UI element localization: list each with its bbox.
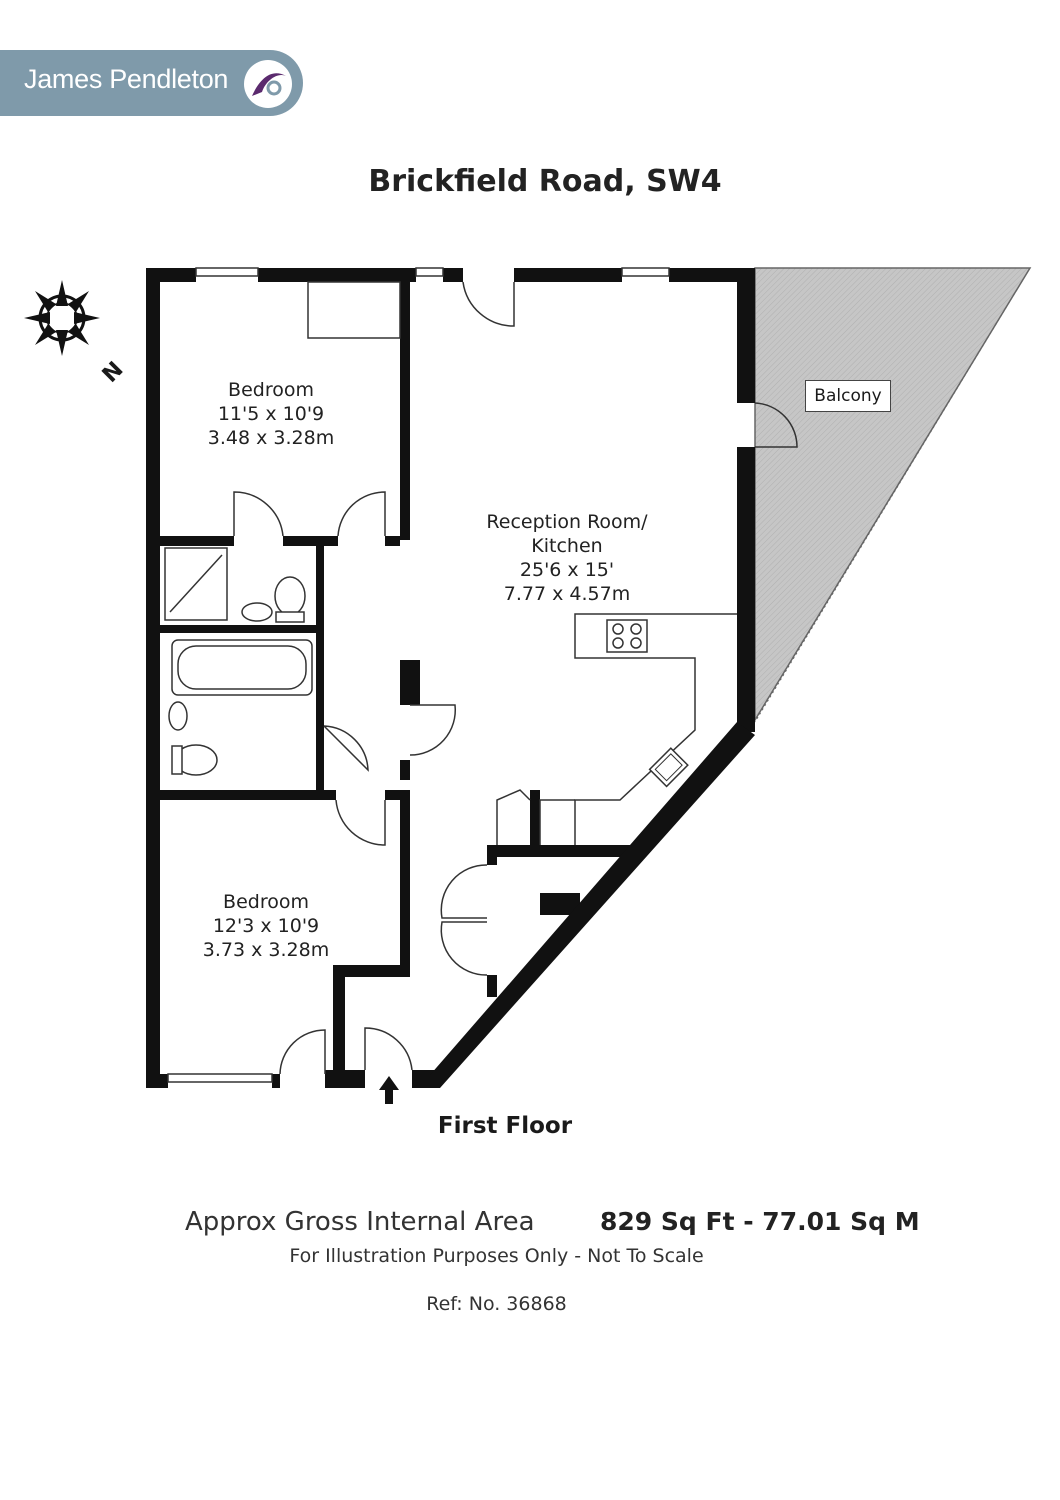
room-label-bedroom-1: Bedroom 11'5 x 10'9 3.48 x 3.28m — [191, 378, 351, 450]
toilet-icon — [274, 576, 306, 616]
area-value: 829 Sq Ft - 77.01 Sq M — [600, 1207, 920, 1236]
room-name: Bedroom — [223, 891, 309, 913]
basin-icon — [168, 701, 188, 731]
hob-icon — [606, 619, 648, 653]
reference-number: Ref: No. 36868 — [426, 1293, 567, 1315]
brand-logo-icon — [244, 60, 292, 108]
room-size-imperial: 25'6 x 15' — [519, 559, 615, 581]
brand-name: James Pendleton — [24, 64, 229, 94]
kitchen-sink-icon — [648, 747, 689, 788]
room-size-imperial: 11'5 x 10'9 — [217, 403, 325, 425]
fixtures — [164, 267, 737, 1083]
room-label-reception-kitchen: Reception Room/ Kitchen 25'6 x 15' 7.77 … — [462, 510, 672, 606]
disclaimer: For Illustration Purposes Only - Not To … — [289, 1245, 704, 1267]
room-size-imperial: 12'3 x 10'9 — [212, 915, 320, 937]
area-label: Approx Gross Internal Area — [185, 1207, 535, 1237]
room-size-metric: 3.48 x 3.28m — [207, 427, 335, 449]
doors — [233, 281, 798, 1075]
balcony-area — [754, 267, 1032, 723]
basin-icon — [241, 602, 273, 622]
brand-logo: James Pendleton — [0, 50, 303, 116]
diagonal-wall — [412, 722, 755, 1088]
room-name-line2: Kitchen — [531, 535, 603, 557]
compass-rose-icon — [24, 280, 100, 356]
property-title: Brickfield Road, SW4 — [368, 164, 722, 199]
balcony-label: Balcony — [805, 380, 891, 412]
room-size-metric: 3.73 x 3.28m — [202, 939, 330, 961]
room-label-bedroom-2: Bedroom 12'3 x 10'9 3.73 x 3.28m — [186, 890, 346, 962]
floor-label: First Floor — [437, 1113, 573, 1139]
entrance-arrow-icon — [379, 1076, 399, 1104]
room-name: Reception Room/ — [486, 511, 648, 533]
room-name: Bedroom — [228, 379, 314, 401]
room-size-metric: 7.77 x 4.57m — [503, 583, 631, 605]
